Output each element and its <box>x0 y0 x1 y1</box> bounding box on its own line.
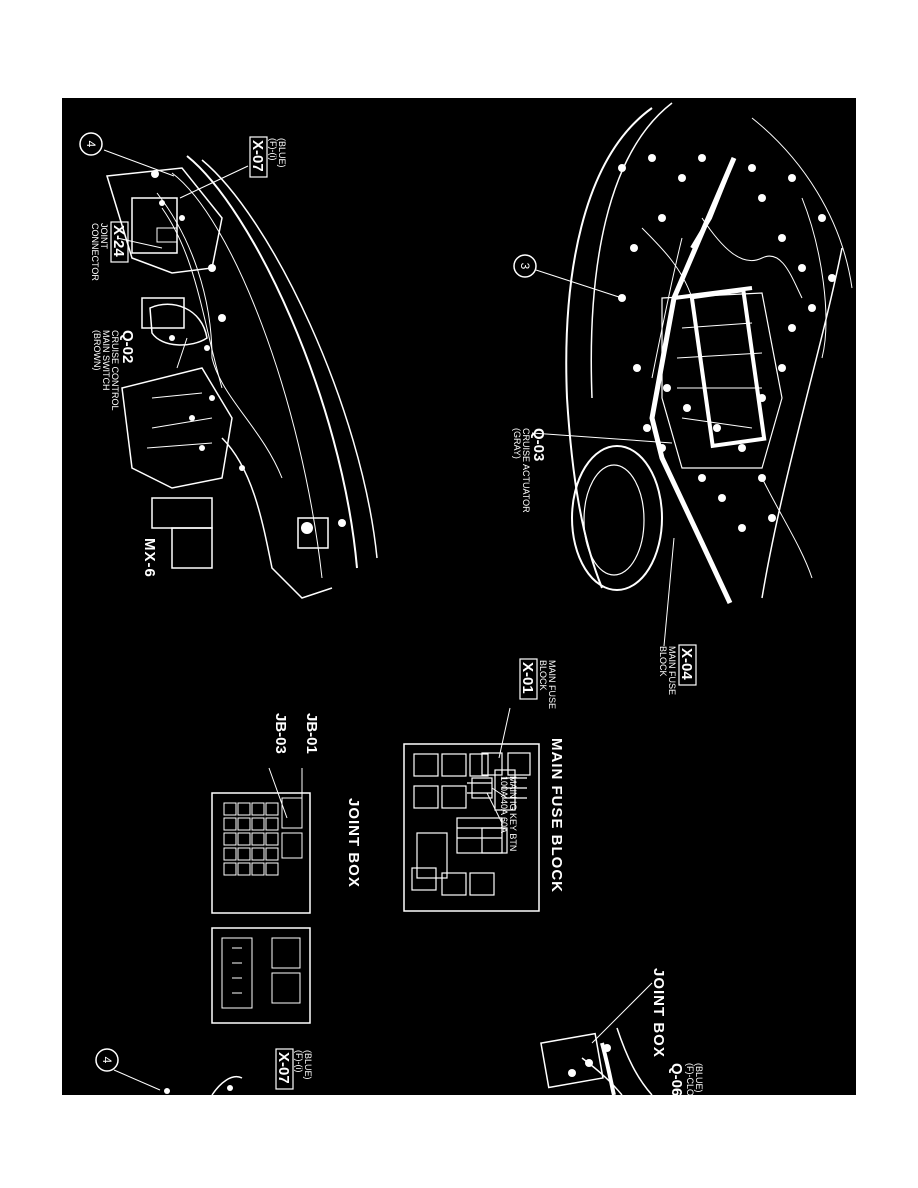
svg-text:(F)-(i): (F)-(i) <box>294 1050 304 1072</box>
svg-text:MAIN FUSE: MAIN FUSE <box>547 660 557 709</box>
x-24-label: X-24 JOINT CONNECTOR <box>90 221 129 281</box>
q-06-label: (BLUE) (F)-CLOCK S Q-06 <box>668 1063 704 1095</box>
x-04-label: X-04 MAIN FUSE BLOCK <box>658 644 697 695</box>
svg-text:CRUISE ACTUATOR: CRUISE ACTUATOR <box>521 428 531 513</box>
jb-01-label: JB-01 <box>303 713 320 754</box>
x-01-label: MAIN FUSE BLOCK X-01 <box>519 658 557 709</box>
model-label: MX-6 <box>141 538 158 578</box>
harness-loop <box>689 287 767 449</box>
svg-text:JOINT: JOINT <box>99 223 109 250</box>
svg-text:MAIN FUSE: MAIN FUSE <box>667 646 677 695</box>
svg-text:MAIN IG KEY BTN: MAIN IG KEY BTN <box>508 776 518 851</box>
svg-text:X-07: X-07 <box>275 1052 292 1084</box>
svg-text:(BLUE): (BLUE) <box>277 138 287 168</box>
engine-bay-drawing <box>565 102 853 599</box>
svg-text:Q-06: Q-06 <box>668 1063 685 1095</box>
bottom-right-drawing <box>540 982 653 1095</box>
x-07-bottom-label: (BLUE) (F)-(i) X-07 <box>275 1048 313 1090</box>
dashboard-drawing <box>103 149 378 599</box>
main-harness <box>649 157 737 605</box>
svg-text:(BROWN): (BROWN) <box>92 330 102 371</box>
svg-text:4: 4 <box>100 1057 114 1064</box>
joint-box-title: JOINT BOX <box>345 798 362 888</box>
svg-text:CONNECTOR: CONNECTOR <box>90 223 100 281</box>
callout-4-bottom <box>95 1048 119 1072</box>
q-02-label: Q-02 CRUISE CONTROL MAIN SWITCH (BROWN) <box>92 330 136 411</box>
fuse-ratings: MAIN IG KEY BTN 100A 40A 60A <box>499 776 518 851</box>
svg-text:MAIN FUSE BLOCK: MAIN FUSE BLOCK <box>548 738 565 893</box>
svg-text:X-07: X-07 <box>249 140 266 172</box>
x-07-label: (BLUE) (F)-(i) X-07 <box>249 136 287 178</box>
main-fuse-block <box>403 743 540 912</box>
svg-text:4: 4 <box>84 141 98 148</box>
svg-text:Q-03: Q-03 <box>530 428 547 461</box>
wiring-diagram: 4 (BLUE) (F)-(i) X-07 X-24 JOINT CONNECT… <box>79 102 853 1095</box>
svg-text:100A 40A 60A: 100A 40A 60A <box>499 776 509 833</box>
svg-text:(GRAY): (GRAY) <box>512 428 522 459</box>
callout-3 <box>513 254 537 278</box>
callout-4 <box>79 132 103 156</box>
svg-text:(BLUE): (BLUE) <box>303 1050 313 1080</box>
svg-text:3: 3 <box>518 263 532 270</box>
svg-text:CRUISE CONTROL: CRUISE CONTROL <box>110 330 120 411</box>
svg-text:MAIN SWITCH: MAIN SWITCH <box>101 330 111 391</box>
bottom-joint-box-title: JOINT BOX <box>650 968 667 1058</box>
svg-text:(BLUE): (BLUE) <box>694 1063 704 1093</box>
svg-text:(F)-(i): (F)-(i) <box>268 138 278 160</box>
jb-03-label: JB-03 <box>272 713 289 754</box>
svg-text:X-01: X-01 <box>519 662 536 694</box>
svg-text:X-24: X-24 <box>110 225 127 257</box>
fuse-block-title: MAIN FUSE BLOCK <box>548 738 565 893</box>
svg-text:BLOCK: BLOCK <box>538 660 548 691</box>
joint-box <box>211 792 311 1024</box>
svg-text:BLOCK: BLOCK <box>658 646 668 677</box>
diagram-panel: 4 (BLUE) (F)-(i) X-07 X-24 JOINT CONNECT… <box>62 98 856 1095</box>
q-03-label: Q-03 CRUISE ACTUATOR (GRAY) <box>512 428 547 513</box>
svg-text:X-04: X-04 <box>678 648 695 680</box>
svg-text:Q-02: Q-02 <box>119 330 136 363</box>
svg-text:(F)-CLOCK S: (F)-CLOCK S <box>685 1063 695 1095</box>
